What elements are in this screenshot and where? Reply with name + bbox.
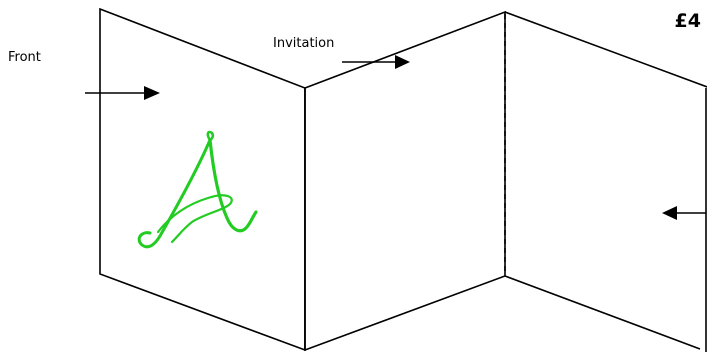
front-label: Front: [8, 50, 41, 65]
back-panel-bottom-edge: [504, 275, 701, 350]
front-panel: [99, 7, 306, 352]
monogram-right-stroke: [208, 138, 258, 233]
back-panel: [504, 11, 707, 88]
arrow-invitation: [342, 55, 410, 69]
invitation-label: Invitation: [273, 36, 335, 51]
monogram-a: [137, 130, 258, 249]
arrow-front: [85, 86, 160, 100]
arrow-back: [662, 206, 706, 220]
monogram-left-stroke: [137, 138, 212, 249]
monogram-crossbar: [156, 194, 233, 244]
price-label: £4: [674, 10, 701, 32]
monogram-top-loop: [206, 130, 215, 142]
